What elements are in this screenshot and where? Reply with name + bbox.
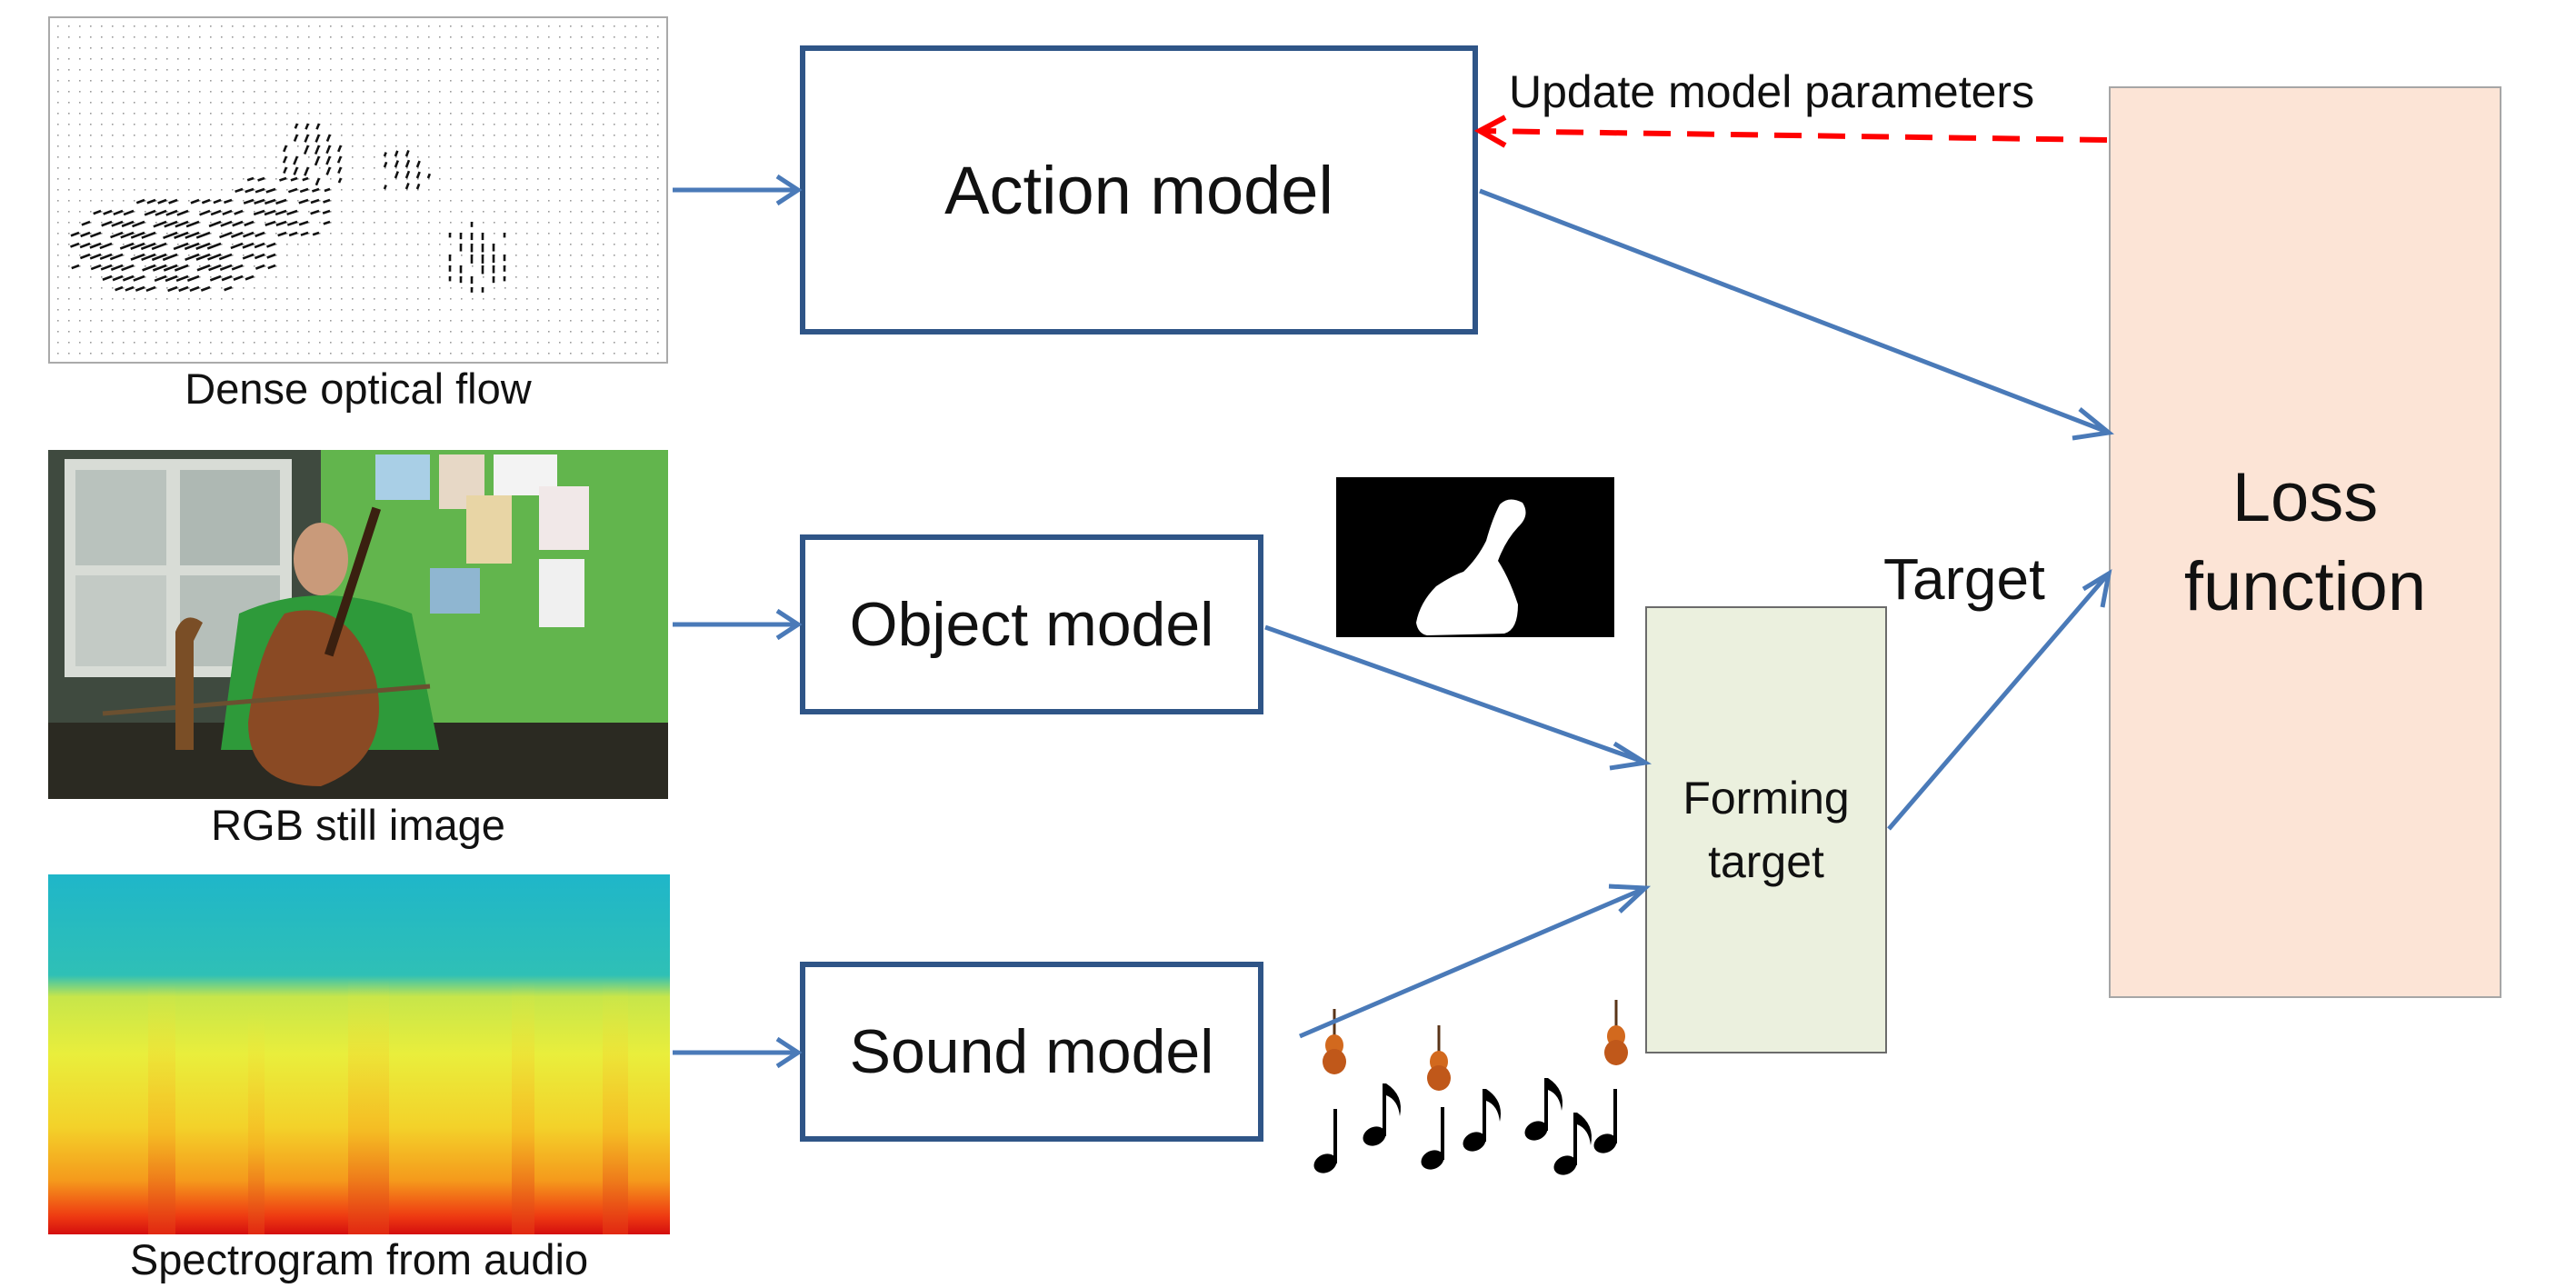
arrow-sound-to-forming bbox=[1299, 886, 1644, 1039]
arrow-forming-to-loss bbox=[1887, 574, 2109, 831]
music-note-icons bbox=[1313, 1078, 1617, 1175]
segmentation-mask bbox=[1336, 477, 1614, 637]
optical-flow-field bbox=[57, 25, 659, 354]
arrowhead-forming-top bbox=[1609, 741, 1652, 771]
arrowhead-object bbox=[775, 608, 803, 641]
arrowhead-loss-bottom bbox=[2082, 568, 2112, 608]
loss-function-label: Loss function bbox=[2183, 458, 2427, 625]
update-parameters-arrow bbox=[1479, 128, 2108, 143]
sound-model-box: Sound model bbox=[800, 962, 1263, 1142]
arrow-action-to-loss bbox=[1479, 188, 2108, 434]
arrowhead-action bbox=[775, 174, 803, 206]
cello-icons bbox=[1323, 1000, 1628, 1091]
spectrogram-image bbox=[48, 874, 670, 1234]
sound-model-label: Sound model bbox=[849, 1017, 1214, 1086]
rgb-still-image bbox=[48, 450, 668, 799]
arrowhead-update bbox=[1473, 115, 1507, 148]
rgb-caption: RGB still image bbox=[211, 801, 505, 849]
arrowhead-loss-top bbox=[2072, 407, 2114, 441]
forming-target-label: Forming target bbox=[1682, 773, 1850, 887]
target-label: Target bbox=[1883, 546, 2045, 612]
optical-flow-image bbox=[48, 16, 668, 364]
arrow-object-to-forming bbox=[1264, 624, 1644, 764]
action-model-box: Action model bbox=[800, 45, 1478, 334]
action-model-label: Action model bbox=[944, 152, 1333, 228]
spectrogram-image-detail bbox=[148, 979, 628, 1234]
segmentation-mask-shape bbox=[1416, 499, 1526, 635]
loss-function-box: Loss function bbox=[2109, 86, 2501, 998]
forming-target-box: Forming target bbox=[1645, 606, 1887, 1053]
update-parameters-label: Update model parameters bbox=[1509, 66, 2035, 117]
cello-player-photo bbox=[48, 450, 668, 799]
arrowhead-forming-bottom bbox=[1608, 884, 1652, 914]
flow-caption: Dense optical flow bbox=[185, 364, 532, 413]
object-model-box: Object model bbox=[800, 534, 1263, 714]
object-model-label: Object model bbox=[849, 590, 1214, 659]
spectrogram-caption: Spectrogram from audio bbox=[129, 1235, 589, 1283]
arrowhead-sound bbox=[775, 1036, 803, 1069]
